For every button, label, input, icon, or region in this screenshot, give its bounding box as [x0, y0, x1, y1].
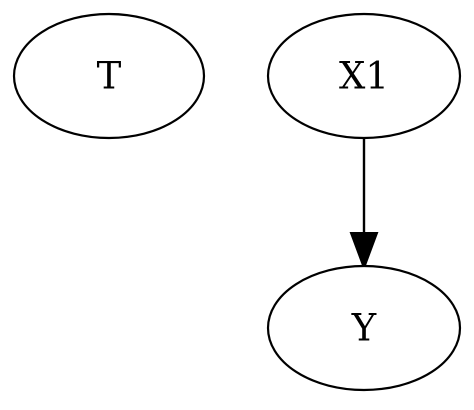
edge-x1-to-y — [349, 139, 379, 271]
node-t-ellipse — [12, 12, 206, 140]
node-t-label: T — [97, 55, 122, 98]
edge-x1-to-y-arrowhead — [349, 232, 379, 271]
node-y: Y — [266, 264, 462, 392]
node-y-ellipse — [266, 264, 462, 392]
node-y-label: Y — [351, 307, 377, 350]
node-x1-label: X1 — [339, 55, 389, 98]
node-x1: X1 — [266, 12, 462, 140]
node-x1-ellipse — [266, 12, 462, 140]
node-t: T — [12, 12, 206, 140]
